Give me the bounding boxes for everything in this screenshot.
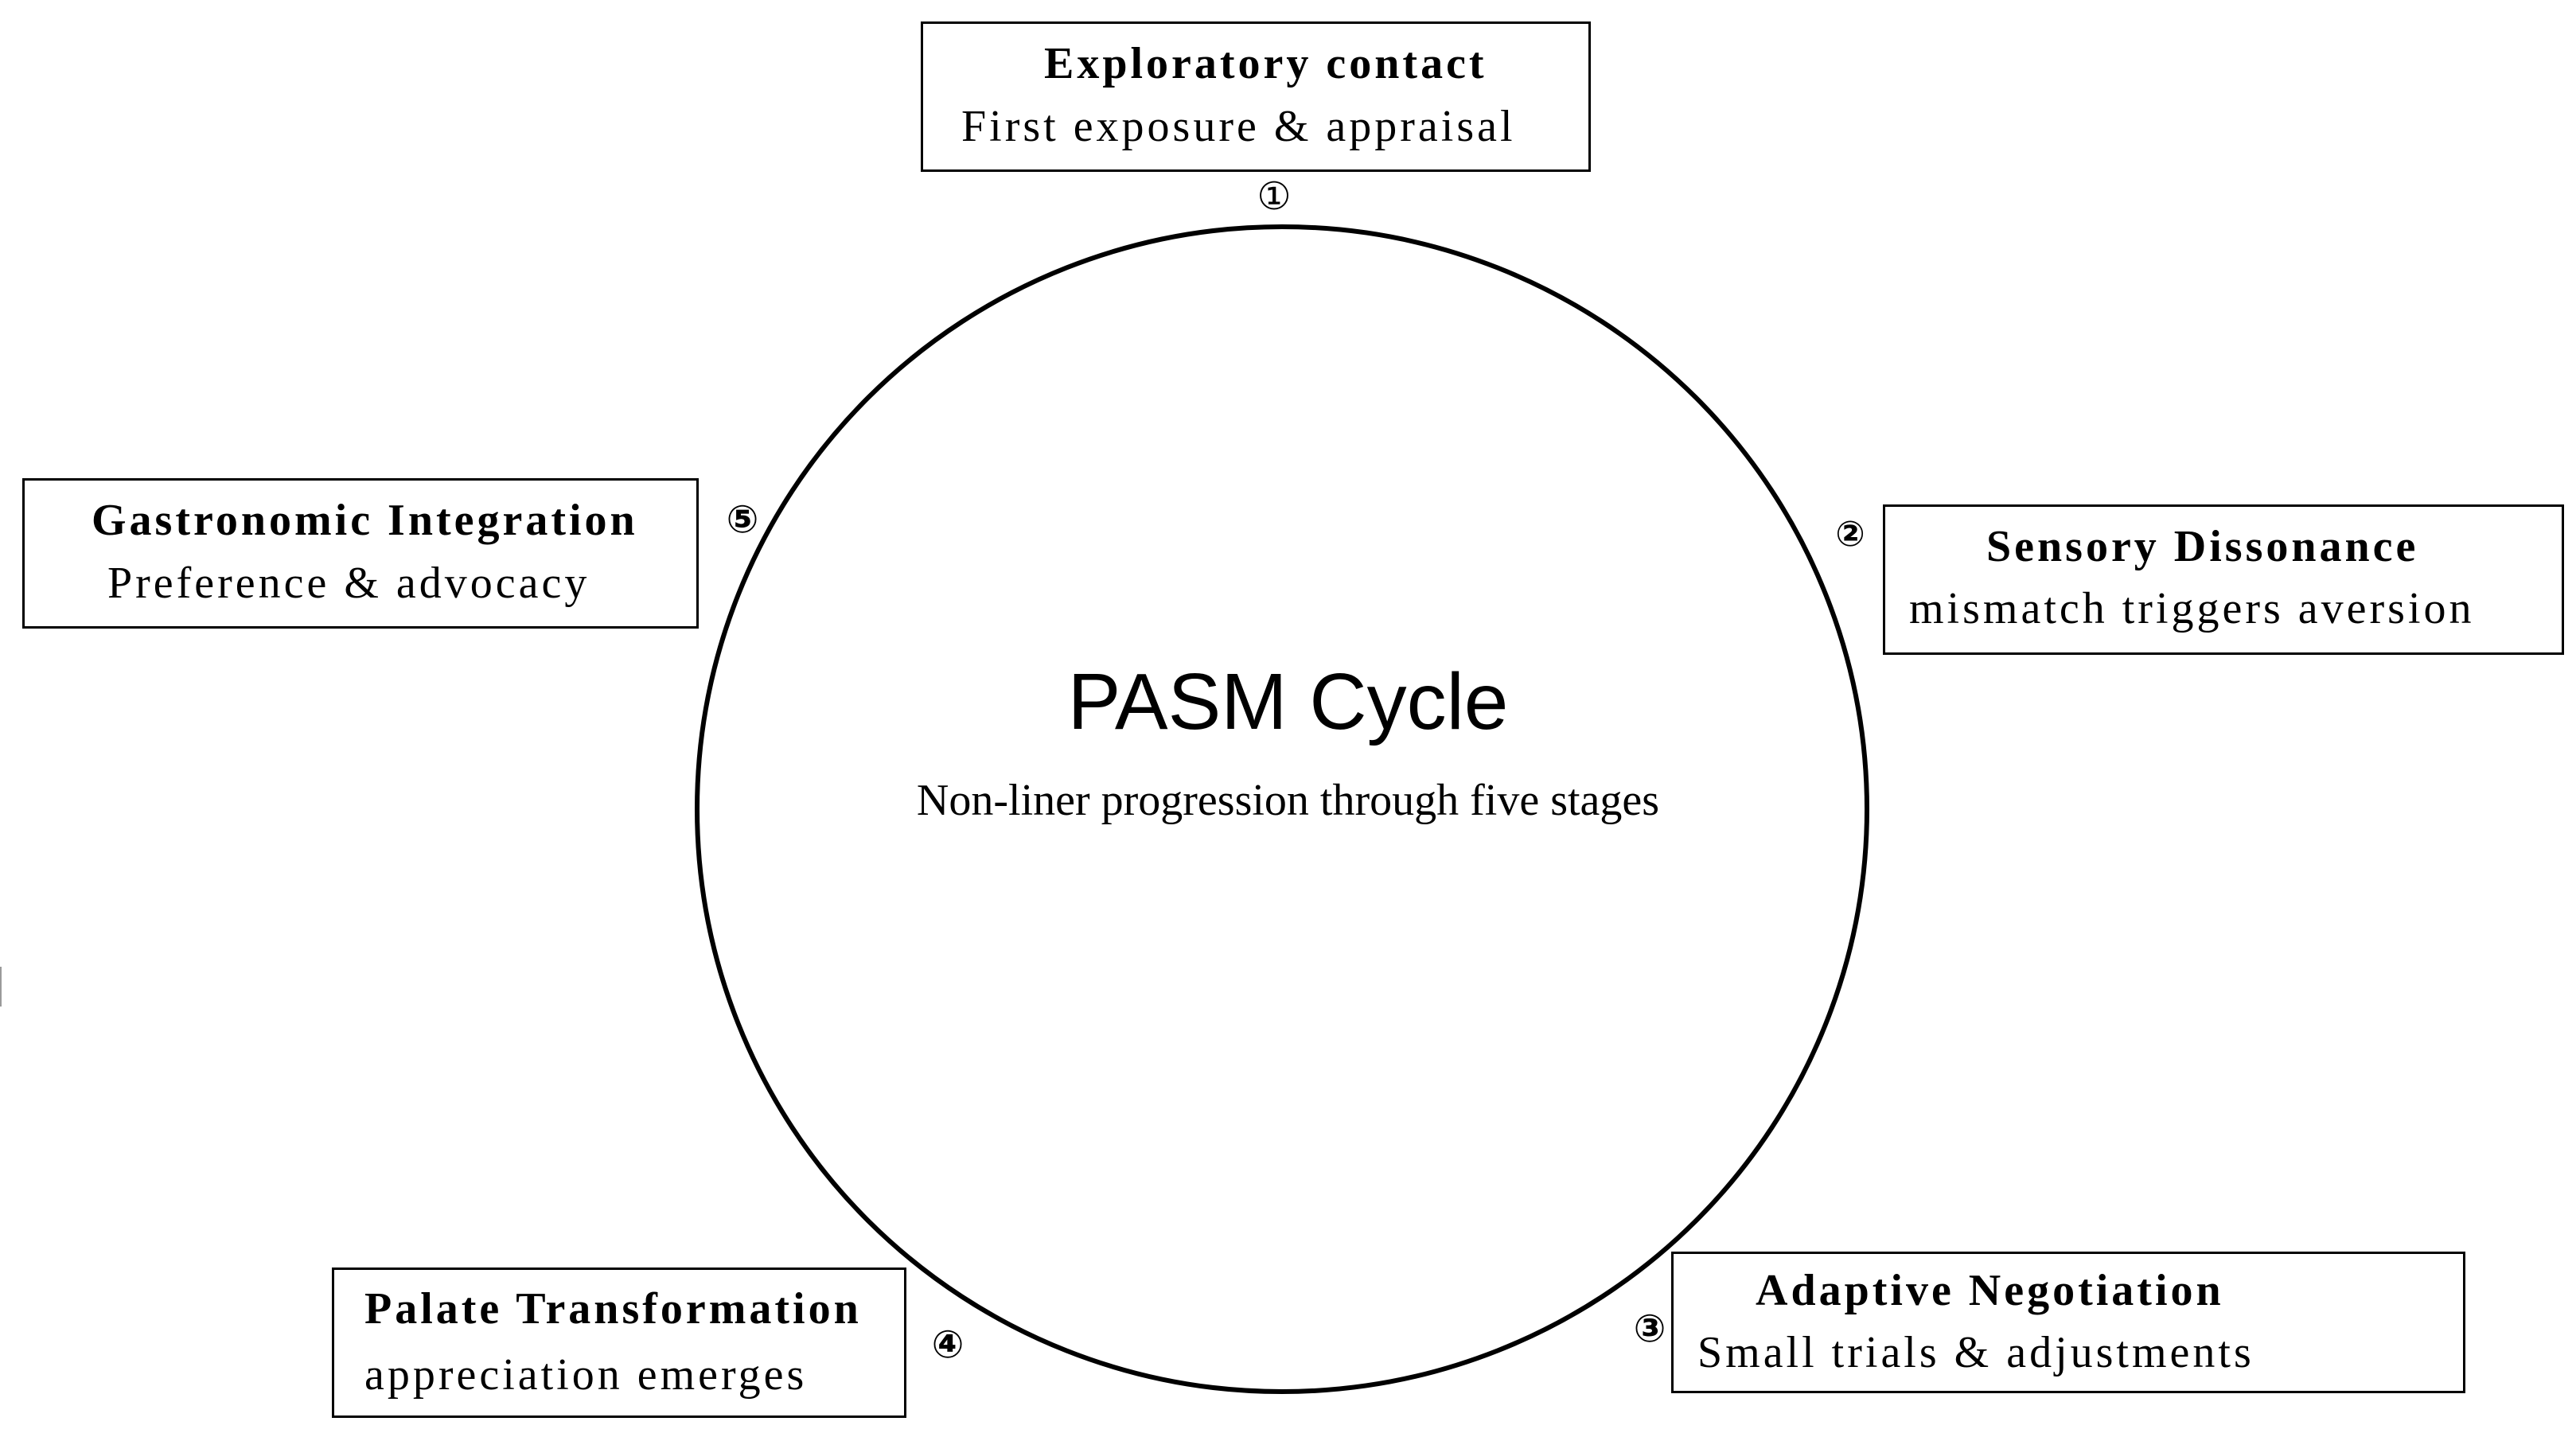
stage-description: First exposure & appraisal	[961, 102, 1516, 151]
stage-box-gastronomic-integration: Gastronomic Integration Preference & adv…	[22, 478, 699, 629]
cycle-circle	[695, 224, 1869, 1394]
cycle-subtitle: Non-liner progression through five stage…	[916, 776, 1660, 825]
edge-mark	[0, 967, 2, 1007]
stage-box-adaptive-negotiation: Adaptive Negotiation Small trials & adju…	[1671, 1252, 2465, 1393]
stage-box-exploratory-contact: Exploratory contact First exposure & app…	[921, 21, 1591, 172]
stage-number-4: ④	[931, 1322, 965, 1367]
stage-description: Small trials & adjustments	[1697, 1328, 2254, 1377]
stage-number-2: ②	[1830, 517, 1871, 559]
stage-title: Palate Transformation	[364, 1284, 862, 1334]
stage-description: appreciation emerges	[364, 1350, 808, 1400]
stage-title: Exploratory contact	[1044, 39, 1487, 88]
cycle-title: PASM Cycle	[1067, 657, 1509, 746]
stage-description: Preference & advocacy	[107, 559, 590, 608]
stage-number-5: ⑤	[726, 497, 759, 542]
stage-title: Sensory Dissonance	[1986, 522, 2419, 571]
stage-description: mismatch triggers aversion	[1909, 584, 2475, 633]
stage-title: Adaptive Negotiation	[1756, 1266, 2224, 1315]
stage-number-1: ①	[1257, 174, 1292, 219]
stage-box-sensory-dissonance: Sensory Dissonance mismatch triggers ave…	[1883, 504, 2564, 655]
stage-number-3: ③	[1633, 1306, 1666, 1351]
stage-title: Gastronomic Integration	[92, 496, 638, 545]
stage-box-palate-transformation: Palate Transformation appreciation emerg…	[332, 1268, 906, 1418]
